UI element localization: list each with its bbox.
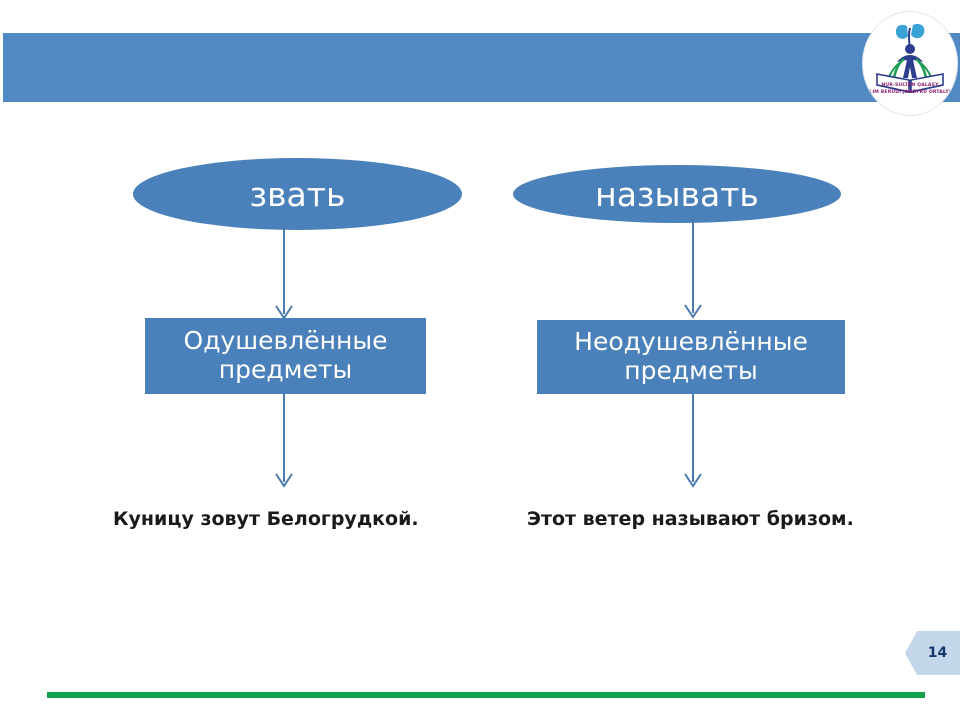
rect-label-inanimate-line-1: Неодушевлённые xyxy=(574,327,808,357)
rect-label-animate-line-2: предметы xyxy=(218,355,353,384)
ellipse-label-zvat: звать xyxy=(249,174,346,214)
rect-label-inanimate-line-2: предметы xyxy=(624,356,758,385)
organization-logo: NUR-SULTAN QALASY BILIM BERUDI JANDYRU O… xyxy=(862,11,958,116)
page-number-badge: 14 xyxy=(905,631,960,675)
arrow-inanimate-to-example-icon xyxy=(684,394,702,488)
logo-emblem-icon xyxy=(876,23,944,93)
rect-node-animate-objects: Одушевлённые предметы xyxy=(145,318,426,394)
arrow-zvat-to-animate-icon xyxy=(275,226,293,320)
logo-text-line-2: BILIM BERUDI JANDYRU ORTALYGY xyxy=(863,90,957,95)
ellipse-label-nazyvat: называть xyxy=(595,174,759,214)
footer-green-rule xyxy=(47,692,925,698)
rect-label-animate-objects: Одушевлённые предметы xyxy=(183,326,388,385)
arrow-nazyvat-to-inanimate-icon xyxy=(684,220,702,319)
rect-node-inanimate-objects: Неодушевлённые предметы xyxy=(537,320,845,394)
rect-label-inanimate-objects: Неодушевлённые предметы xyxy=(574,327,808,386)
ellipse-node-zvat: звать xyxy=(133,158,462,230)
ellipse-node-nazyvat: называть xyxy=(513,165,841,223)
example-sentence-inanimate: Этот ветер называют бризом. xyxy=(527,508,854,530)
header-bar xyxy=(3,33,960,102)
rect-label-animate-line-1: Одушевлённые xyxy=(183,326,388,356)
arrow-animate-to-example-icon xyxy=(275,394,293,488)
example-sentence-animate: Куницу зовут Белогрудкой. xyxy=(113,508,419,530)
logo-text-line-1: NUR-SULTAN QALASY xyxy=(881,83,939,88)
